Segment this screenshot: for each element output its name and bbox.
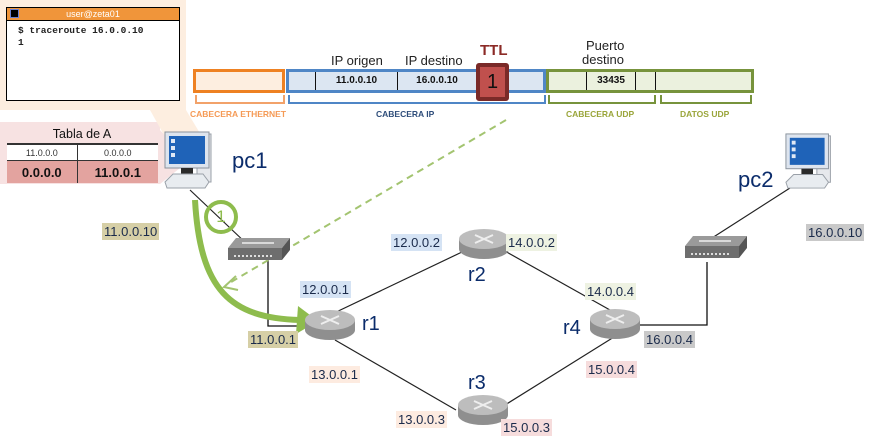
udp-header-bracket [548, 95, 656, 104]
terminal-result: 1 [18, 37, 24, 48]
ip-section-label: CABECERA IP [376, 109, 435, 119]
ip-r3-to-r1: 13.0.0.3 [396, 411, 447, 428]
table-cell: 0.0.0.0 [76, 143, 158, 161]
r4-label: r4 [563, 317, 581, 339]
ttl-field: 1 [476, 63, 509, 101]
link-switch2-pc2 [711, 187, 791, 239]
ip-origen-label: IP origen [331, 53, 383, 68]
link-r1-r3 [334, 339, 457, 411]
ip-r1-lan: 11.0.0.1 [248, 331, 299, 348]
link-r1-r2 [331, 251, 463, 315]
switch1-icon[interactable] [226, 236, 292, 264]
link-r3-r4 [504, 336, 615, 406]
ip-r4-lan: 16.0.0.4 [644, 331, 695, 348]
table-cell: 11.0.0.1 [76, 160, 158, 183]
r1-label: r1 [362, 313, 380, 335]
ip-r2-to-r1: 12.0.0.2 [391, 234, 442, 251]
switch2-icon[interactable] [683, 234, 749, 262]
terminal-title: user@zeta01 [66, 9, 120, 19]
ip-r4-to-r2: 14.0.0.4 [585, 283, 636, 300]
ip-r4-to-r3: 15.0.0.4 [586, 361, 637, 378]
ip-r1-to-r2: 12.0.0.1 [300, 281, 351, 298]
ip-r1-to-r3: 13.0.0.1 [309, 366, 360, 383]
terminal-titlebar: user@zeta01 [7, 8, 179, 21]
ethernet-header-bracket [195, 95, 285, 104]
ttl-label: TTL [480, 42, 508, 59]
pc1-computer-icon[interactable] [163, 130, 223, 190]
hop-arrow [192, 199, 301, 323]
ip-r2-to-r4: 14.0.0.2 [506, 234, 557, 251]
puerto-destino-label-1: Puerto [586, 38, 625, 53]
routing-table-row: 11.0.0.0 0.0.0.0 [7, 143, 158, 161]
ip-destino-field: 16.0.0.10 [397, 72, 476, 90]
pc1-label: pc1 [232, 148, 268, 173]
routing-table-row-selected: 0.0.0.0 11.0.0.1 [7, 160, 158, 183]
routing-table: 11.0.0.0 0.0.0.0 0.0.0.0 11.0.0.1 [7, 143, 158, 183]
dashed-arrowhead [221, 275, 239, 291]
udp-header [546, 69, 754, 93]
step-number-marker: 1 [204, 200, 238, 234]
r3-label: r3 [468, 372, 486, 394]
table-cell: 11.0.0.0 [7, 143, 78, 161]
router-r2-icon[interactable] [457, 227, 511, 263]
pc2-label: pc2 [738, 167, 774, 192]
ip-destino-label: IP destino [405, 53, 463, 68]
udp-section-label: CABECERA UDP [566, 109, 635, 119]
ip-pc1: 11.0.0.10 [102, 223, 160, 240]
router-r3-icon[interactable] [456, 393, 510, 429]
udp-divider [655, 72, 657, 90]
ip-pc2: 16.0.0.10 [806, 224, 865, 241]
ip-origen-field: 11.0.0.10 [315, 72, 397, 90]
table-cell: 0.0.0.0 [7, 160, 78, 183]
terminal-command: $ traceroute 16.0.0.10 [18, 25, 144, 36]
ethernet-section-label: CABECERA ETHERNET [190, 109, 287, 119]
close-icon[interactable] [10, 9, 19, 18]
puerto-destino-label-2: destino [582, 52, 624, 67]
ethernet-header [193, 69, 285, 93]
puerto-destino-field: 33435 [586, 72, 636, 90]
link-r2-r4 [502, 249, 611, 311]
terminal-window: user@zeta01 $ traceroute 16.0.0.10 1 [6, 7, 180, 101]
udp-data-section-label: DATOS UDP [680, 109, 730, 119]
router-r1-icon[interactable] [303, 308, 357, 344]
router-r4-icon[interactable] [588, 307, 642, 343]
terminal-output: $ traceroute 16.0.0.10 1 [7, 21, 179, 49]
r2-label: r2 [468, 264, 486, 286]
ip-header-bracket [288, 95, 546, 104]
routing-table-title: Tabla de A [52, 127, 112, 141]
link-r4-switch2 [640, 262, 708, 326]
udp-data-bracket [660, 95, 752, 104]
pc2-computer-icon[interactable] [783, 132, 843, 190]
ip-r3-to-r4: 15.0.0.3 [501, 419, 552, 436]
